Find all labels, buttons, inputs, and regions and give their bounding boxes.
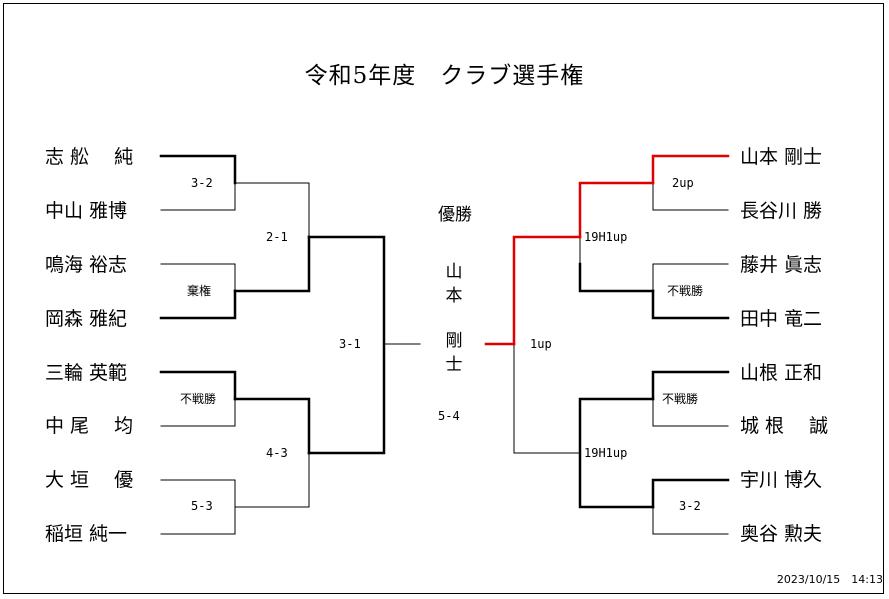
bracket-line (233, 235, 311, 293)
champion-char-1: 山 (445, 262, 463, 282)
champion-char-4: 士 (445, 355, 463, 375)
bracket-line (159, 154, 237, 185)
score-right-r1-b: 不戦勝 (667, 284, 704, 298)
score-final: 5-4 (438, 409, 460, 423)
score-left-r2-b: 4-3 (266, 446, 288, 460)
left-player-6: 中 尾 均 (45, 415, 134, 437)
score-right-r1-a: 2up (672, 176, 694, 190)
champion-label: 優勝 (438, 205, 472, 225)
right-player-7: 宇川 博久 (740, 469, 823, 491)
score-left-r1-c: 不戦勝 (180, 392, 217, 406)
score-left-r1-a: 3-2 (191, 176, 213, 190)
right-player-6: 城 根 誠 (740, 415, 829, 437)
score-right-r1-d: 3-2 (679, 499, 701, 513)
bracket-line (651, 478, 730, 509)
left-player-5: 三輪 英範 (45, 362, 128, 384)
score-right-r2-a: 19H1up (584, 230, 628, 244)
right-player-1: 山本 剛士 (740, 146, 823, 168)
right-player-3: 藤井 眞志 (740, 254, 823, 276)
left-player-4: 岡森 雅紀 (45, 308, 128, 330)
bracket-line (651, 289, 730, 320)
left-player-2: 中山 雅博 (45, 200, 128, 222)
score-left-r1-d: 5-3 (191, 499, 213, 513)
bracket-frame (3, 3, 884, 594)
bracket-line (578, 181, 655, 239)
bracket-line (578, 262, 655, 293)
score-right-r1-c: 不戦勝 (662, 392, 699, 406)
bracket-line (512, 235, 582, 346)
tournament-title: 令和5年度 クラブ選手権 (304, 63, 585, 89)
bracket-line (159, 370, 237, 401)
champion-char-2: 本 (445, 286, 463, 306)
bracket-line (651, 154, 730, 185)
left-player-3: 鳴海 裕志 (45, 254, 128, 276)
left-player-8: 稲垣 純一 (45, 523, 128, 545)
right-player-5: 山根 正和 (740, 362, 823, 384)
score-right-r2-b: 19H1up (584, 446, 628, 460)
right-player-4: 田中 竜二 (740, 308, 823, 330)
timestamp: 2023/10/15 14:13 (776, 573, 883, 586)
score-left-r1-b: 棄権 (187, 284, 212, 298)
bracket-line (307, 235, 386, 455)
left-player-1: 志 舩 純 (45, 146, 134, 168)
score-left-semi: 3-1 (339, 337, 361, 351)
score-left-r2-a: 2-1 (266, 230, 288, 244)
right-player-8: 奥谷 勲夫 (740, 523, 823, 545)
right-player-2: 長谷川 勝 (740, 200, 823, 222)
score-right-semi: 1up (530, 337, 552, 351)
left-player-7: 大 垣 優 (45, 469, 134, 491)
bracket-line (159, 289, 237, 320)
bracket-line (233, 397, 311, 455)
champion-char-3: 剛 (445, 331, 463, 351)
bracket-line (651, 370, 730, 401)
